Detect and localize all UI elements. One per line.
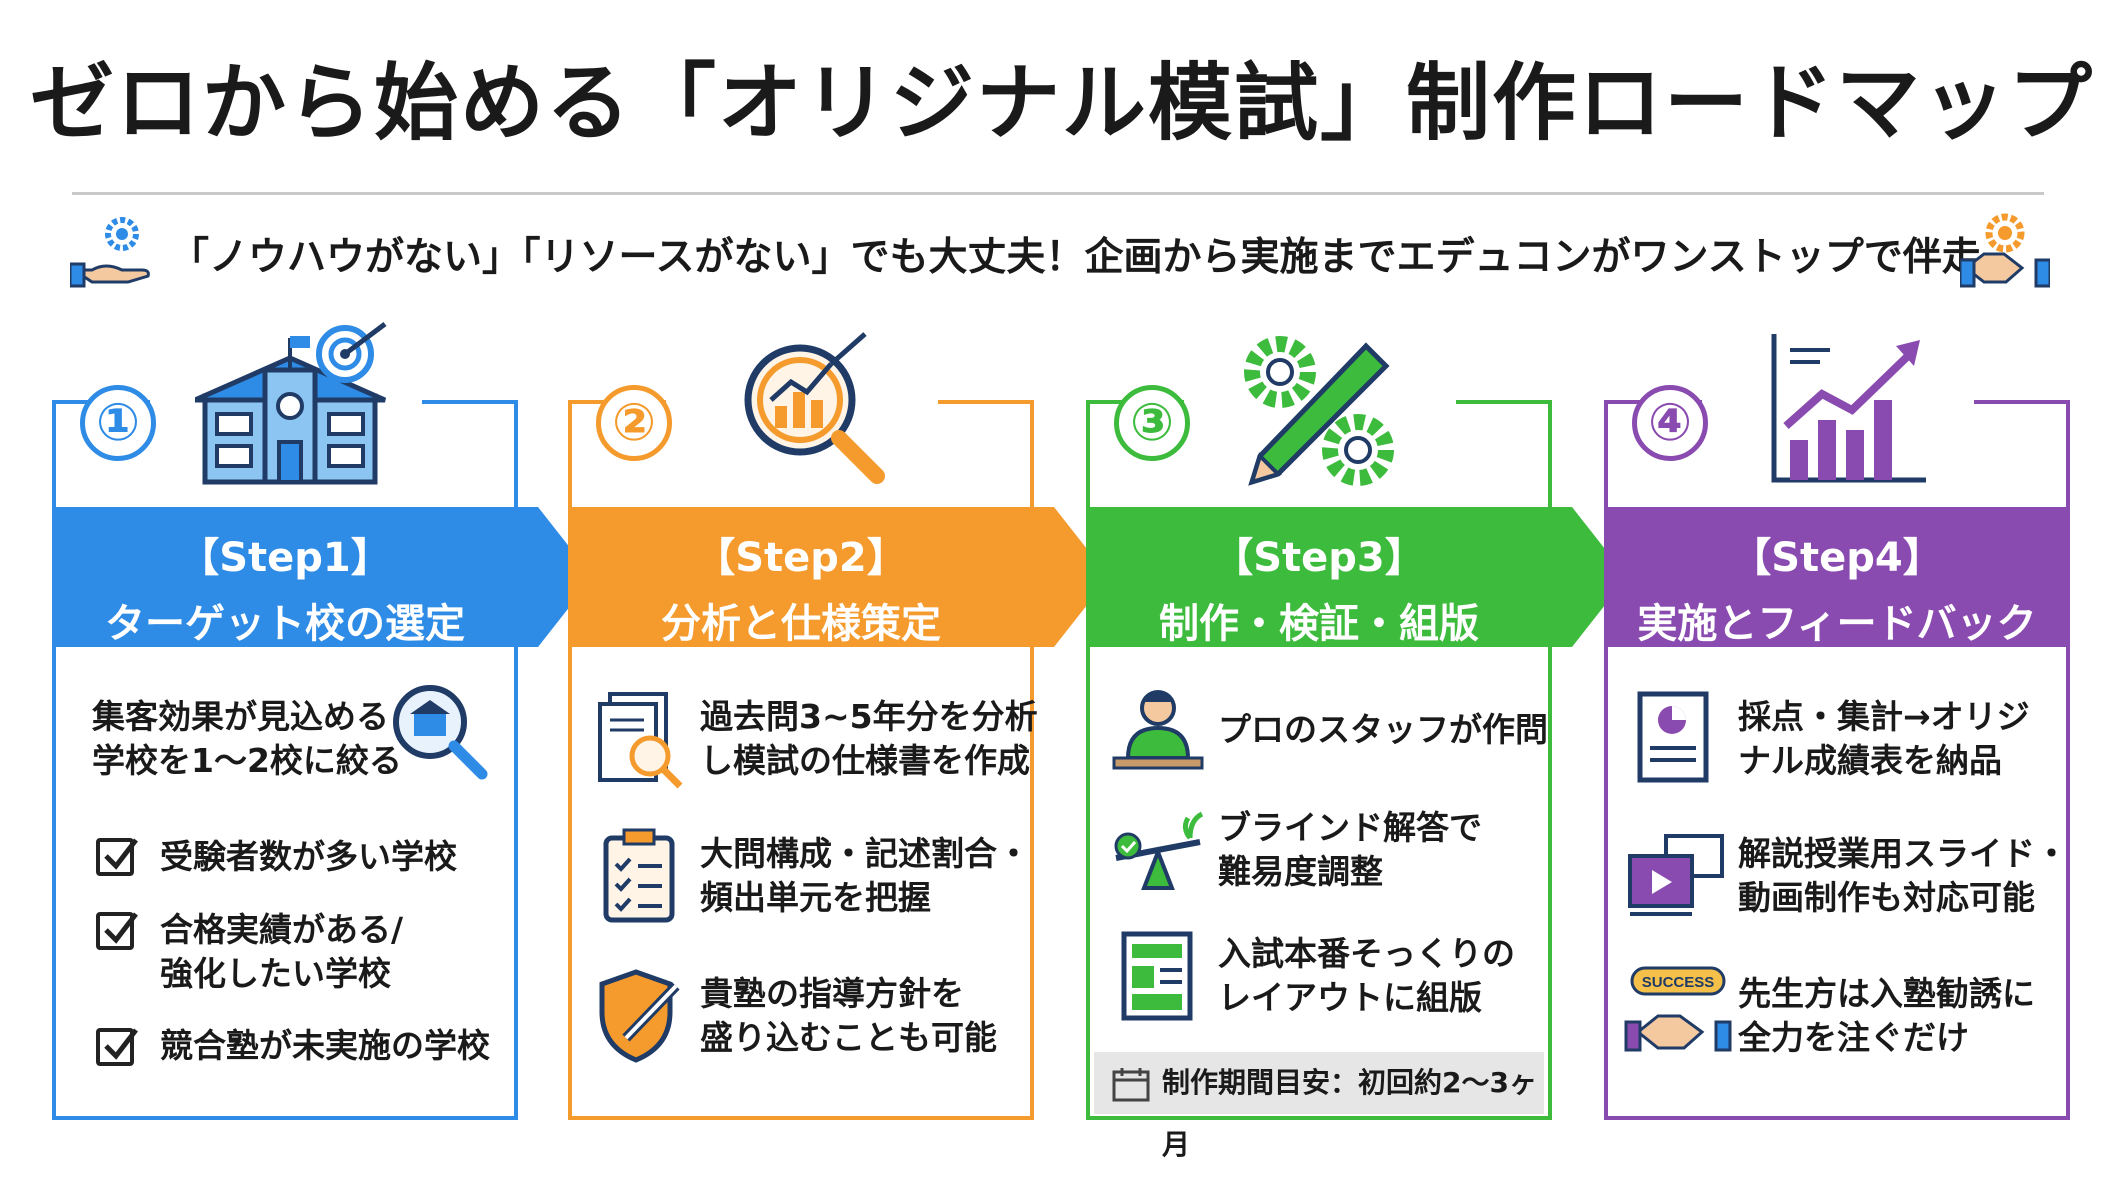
step3-item-3: 入試本番そっくりの レイアウトに組版	[1218, 934, 1515, 1017]
calendar-icon	[1112, 1068, 1150, 1102]
step2-item-2: 大問構成・記述割合・ 頻出単元を把握	[700, 834, 1030, 917]
step4-item-1: 採点・集計→オリジ ナル成績表を納品	[1738, 697, 2030, 780]
growth-chart-icon	[1771, 334, 1926, 483]
checkbox-icon	[96, 1028, 138, 1066]
shield-pencil-icon	[599, 969, 680, 1063]
hand-gear-icon	[70, 217, 150, 288]
step1-header: 【Step1】 ターゲット校の選定	[52, 507, 518, 647]
layout-page-icon	[1121, 931, 1193, 1021]
step1-check-2: 合格実績がある/ 強化したい学校	[160, 910, 404, 993]
step3-footer-text: 制作期間目安：初回約2～3ヶ月	[1162, 1066, 1537, 1161]
step2-item-3: 貴塾の指導方針を 盛り込むことも可能	[700, 974, 997, 1057]
step2-label: 【Step2】	[695, 535, 907, 581]
step4-number: ④	[1632, 385, 1708, 461]
step2-header: 【Step2】 分析と仕様策定	[568, 507, 1034, 647]
step2-title: 分析と仕様策定	[661, 601, 941, 647]
step1-title: ターゲット校の選定	[105, 601, 465, 647]
step3-label: 【Step3】	[1213, 535, 1425, 581]
step3-arrow-icon	[1552, 507, 1627, 647]
step2-item-1: 過去問3~5年分を分析 し模試の仕様書を作成	[700, 697, 1038, 780]
step1-label: 【Step1】	[179, 535, 391, 581]
step3-item-1: プロのスタッフが作問	[1218, 710, 1548, 749]
report-card-icon	[1637, 691, 1709, 783]
magnifier-chart-icon	[744, 332, 885, 484]
video-slide-icon	[1628, 834, 1724, 916]
step4-header: 【Step4】 実施とフィードバック	[1604, 507, 2070, 647]
step1-check-3: 競合塾が未実施の学校	[160, 1026, 490, 1065]
success-badge-text: SUCCESS	[1642, 974, 1715, 991]
gears-pencil-icon	[1244, 336, 1394, 486]
step3-header: 【Step3】 制作・検証・組版	[1086, 507, 1552, 647]
step1-number: ①	[80, 385, 156, 461]
step3-schedule-note: 制作期間目安：初回約2～3ヶ月	[1094, 1052, 1544, 1161]
step4-item-2: 解説授業用スライド・ 動画制作も対応可能	[1738, 834, 2068, 917]
step4-title: 実施とフィードバック	[1637, 601, 2037, 647]
checkbox-icon	[96, 838, 138, 876]
step2-number: ②	[596, 385, 672, 461]
document-analysis-icon	[598, 692, 683, 789]
subtitle: 「ノウハウがない」「リソースがない」でも大丈夫！企画から実施までエデュコンがワン…	[170, 235, 1981, 280]
success-handshake-icon: SUCCESS	[1624, 966, 1732, 1052]
clipboard-checklist-icon	[603, 828, 675, 923]
handshake-gear-icon	[1960, 213, 2050, 288]
step1-check-1: 受験者数が多い学校	[160, 837, 457, 876]
step3-title: 制作・検証・組版	[1159, 601, 1479, 647]
step4-item-3: 先生方は入塾勧誘に 全力を注ぐだけ	[1738, 974, 2035, 1057]
magnifier-school-icon	[393, 685, 488, 780]
step3-number: ③	[1114, 385, 1190, 461]
title-divider	[72, 192, 2044, 195]
step2-arrow-icon	[1034, 507, 1109, 647]
checkbox-icon	[96, 912, 138, 950]
step1-lead-text: 集客効果が見込める 学校を1～2校に絞る	[92, 697, 402, 780]
balance-scale-icon	[1114, 811, 1204, 890]
step4-label: 【Step4】	[1731, 535, 1943, 581]
page-title: ゼロから始める「オリジナル模試」制作ロードマップ	[29, 54, 2094, 152]
school-target-icon	[195, 322, 387, 485]
step1-arrow-icon	[518, 507, 593, 647]
step3-item-2: ブラインド解答で 難易度調整	[1218, 808, 1482, 891]
staff-person-icon	[1112, 690, 1204, 770]
